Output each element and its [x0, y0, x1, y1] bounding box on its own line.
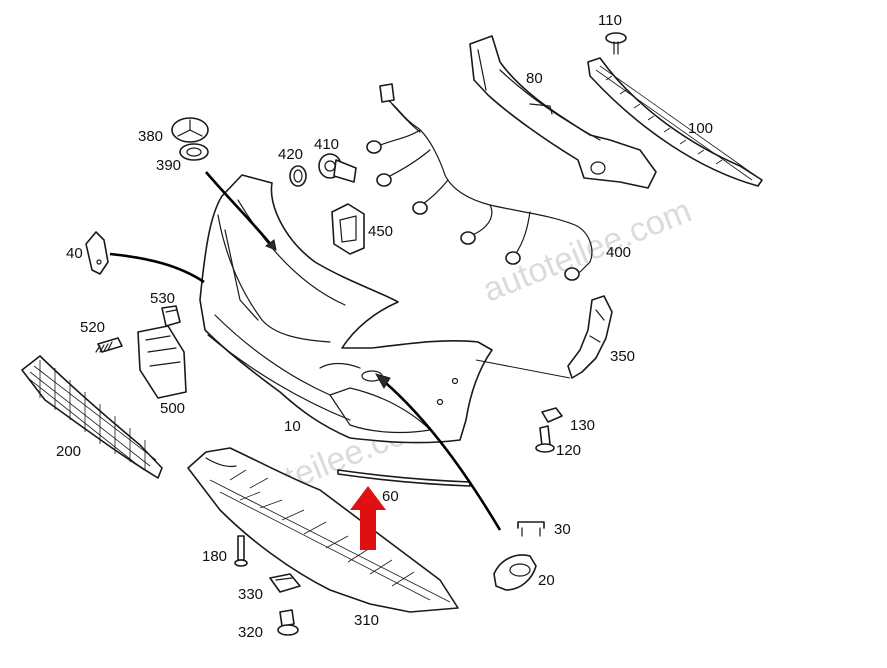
label-130: 130: [570, 417, 596, 434]
bolt-110-part: [605, 32, 627, 55]
label-380: 380: [138, 128, 164, 145]
label-180: 180: [202, 548, 228, 565]
fastener-130-part: [541, 407, 563, 423]
screw-320-part: [277, 609, 299, 636]
screw-120-part: [535, 425, 555, 453]
leader-arrowhead-20: [374, 373, 391, 389]
clip-530-part: [161, 305, 181, 327]
license-plate-bracket-part: [137, 325, 187, 399]
label-320: 320: [238, 624, 264, 641]
label-310: 310: [354, 612, 380, 629]
clip-30-part: [517, 521, 545, 537]
label-420: 420: [278, 146, 304, 163]
clip-330-part: [269, 573, 301, 593]
label-40: 40: [66, 245, 83, 262]
label-80: 80: [526, 70, 543, 87]
label-450: 450: [368, 223, 394, 240]
emblem-ring-390-part: [179, 143, 209, 161]
wiring-harness-400-part: [366, 83, 593, 281]
label-60: 60: [382, 488, 399, 505]
label-200: 200: [56, 443, 82, 460]
label-20: 20: [538, 572, 555, 589]
reinforcement-100-part: [587, 57, 763, 187]
label-100: 100: [688, 120, 714, 137]
bumper-support-80-part: [469, 35, 657, 189]
label-390: 390: [156, 157, 182, 174]
label-120: 120: [556, 442, 582, 459]
label-520: 520: [80, 319, 106, 336]
leader-20-to-bumper: [379, 377, 502, 531]
lower-grille-part: [21, 355, 163, 479]
parking-sensor-410-part: [318, 153, 357, 183]
sensor-holder-450-part: [331, 203, 365, 255]
screw-520-part: [95, 337, 123, 353]
label-350: 350: [610, 348, 636, 365]
label-10: 10: [284, 418, 301, 435]
label-30: 30: [554, 521, 571, 538]
leader-350: [475, 359, 571, 379]
trim-strip-60-part: [337, 469, 471, 487]
label-330: 330: [238, 586, 264, 603]
label-110: 110: [598, 12, 622, 29]
sensor-ring-420-part: [289, 165, 307, 187]
bracket-part: [85, 231, 109, 275]
label-400: 400: [606, 244, 632, 261]
side-bracket-350-part: [567, 295, 613, 379]
label-500: 500: [160, 400, 186, 417]
red-arrow: [350, 486, 386, 550]
tow-hook-cover-20-part: [493, 554, 537, 591]
underbody-panel-310-part: [187, 447, 459, 613]
leader-40-to-bumper: [109, 252, 205, 284]
emblem-380-part: [171, 117, 209, 143]
label-530: 530: [150, 290, 176, 307]
label-410: 410: [314, 136, 340, 153]
leader-380-to-bumper: [205, 171, 274, 247]
pin-180-part: [234, 535, 248, 567]
leader-arrowhead-380: [264, 239, 277, 251]
